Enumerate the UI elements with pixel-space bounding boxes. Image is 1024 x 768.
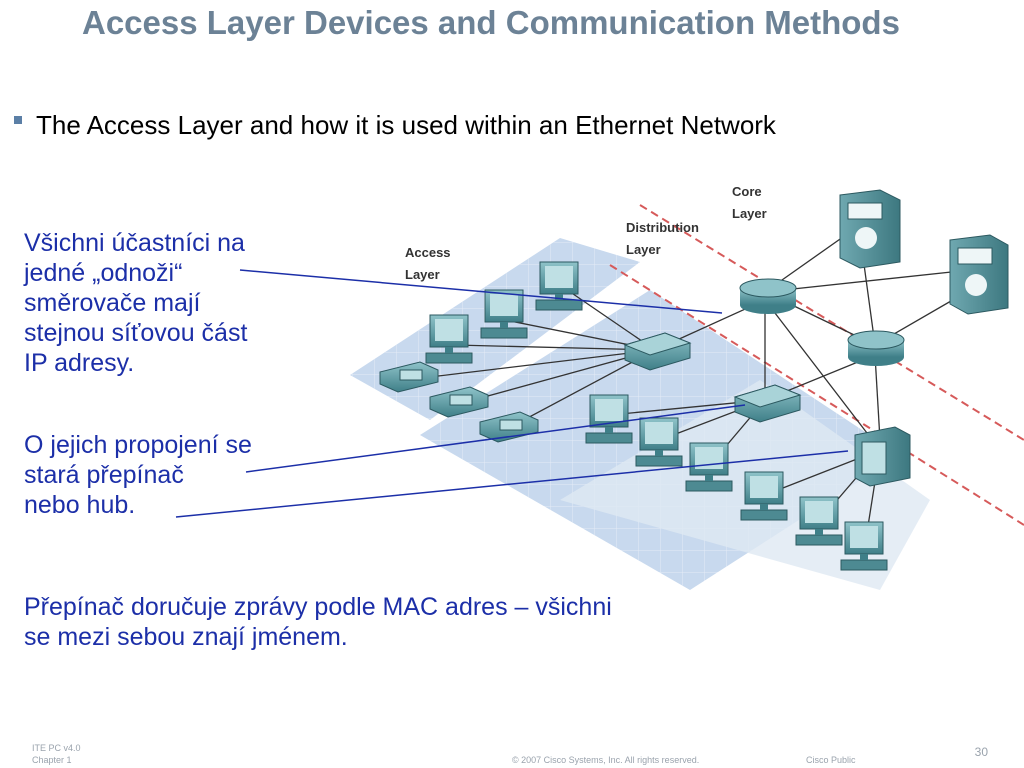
access-label-line1: Access [405, 245, 451, 260]
note1-line4: stejnou síťovou část [24, 319, 248, 347]
distribution-divider-line [609, 264, 1024, 526]
note-mac-delivery: Přepínač doručuje zprávy podle MAC adres… [24, 592, 612, 652]
distribution-label-line2: Layer [626, 242, 661, 257]
bullet-square-icon [14, 116, 22, 124]
pc-icon [585, 394, 633, 444]
core-switch-1-icon [839, 189, 901, 269]
pc-icon [425, 314, 473, 364]
end-devices [379, 261, 888, 571]
footer-course-name: ITE PC v4.0 [32, 743, 81, 753]
core-label-line2: Layer [732, 206, 767, 221]
distribution-router-2-icon [847, 330, 905, 366]
bullet-text: The Access Layer and how it is used with… [36, 110, 776, 140]
note2-line1: O jejich propojení se [24, 431, 252, 459]
pc-icon [795, 496, 843, 546]
ip-phone-icon [379, 361, 439, 393]
footer-course: ITE PC v4.0 Chapter 1 [32, 742, 81, 766]
note2-line2: stará přepínač [24, 461, 184, 489]
access-switch-2-icon [733, 384, 802, 423]
pc-icon [740, 471, 788, 521]
bullet-item: The Access Layer and how it is used with… [14, 108, 894, 142]
annotation-arrow-router [239, 269, 723, 314]
footer-classification: Cisco Public [806, 755, 856, 765]
hub-icon [854, 426, 911, 487]
pc-icon [840, 521, 888, 571]
note-switch-hub: O jejich propojení se stará přepínač neb… [24, 430, 252, 520]
ip-phone-icon [429, 386, 489, 418]
note1-line1: Všichni účastníci na [24, 229, 245, 257]
pc-icon [535, 261, 583, 311]
pc-icon [685, 442, 733, 492]
footer-copyright: © 2007 Cisco Systems, Inc. All rights re… [512, 755, 700, 765]
note3-line2: se mezi sebou znají jménem. [24, 623, 348, 651]
pc-icon [480, 289, 528, 339]
annotation-arrow-hub [175, 450, 849, 518]
note1-line3: směrovače mají [24, 289, 201, 317]
core-switch-2-icon [949, 234, 1009, 315]
distribution-router-1-icon [739, 278, 797, 314]
note3-line1: Přepínač doručuje zprávy podle MAC adres… [24, 593, 612, 621]
annotation-arrow-switch [245, 404, 746, 473]
slide-title: Access Layer Devices and Communication M… [82, 4, 900, 41]
note2-line3: nebo hub. [24, 491, 136, 519]
note1-line2: jedné „odnoži“ [24, 259, 183, 287]
distribution-label-line1: Distribution [626, 220, 699, 235]
access-switch-1-icon [623, 332, 692, 371]
footer-chapter: Chapter 1 [32, 755, 72, 765]
note1-line5: IP adresy. [24, 349, 135, 377]
pc-icon [635, 417, 683, 467]
network-links [404, 224, 971, 546]
note-same-subnet: Všichni účastníci na jedné „odnoži“ směr… [24, 228, 247, 378]
access-floor [350, 238, 930, 590]
page-number: 30 [974, 745, 988, 759]
access-label-line2: Layer [405, 267, 440, 282]
core-divider-line [639, 204, 1024, 441]
core-label-line1: Core [732, 184, 762, 199]
